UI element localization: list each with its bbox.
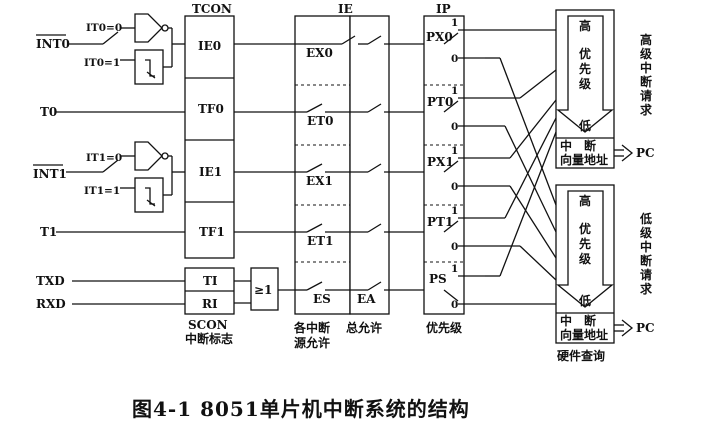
low-queue-mid-1: 优	[579, 221, 591, 236]
low-vector-2: 向量地址	[560, 327, 608, 342]
svg-text:中: 中	[640, 60, 652, 75]
ip-bit-ps: PS	[429, 272, 447, 286]
tcon-flag-ie0: IE0	[198, 39, 221, 53]
or-gate-label: ≥1	[254, 283, 272, 297]
svg-text:高: 高	[640, 32, 652, 47]
int0-trigger-select	[68, 13, 185, 85]
svg-text:求: 求	[640, 281, 653, 296]
ie-source-label-2: 源允许	[294, 335, 330, 350]
tcon-title: TCON	[192, 2, 232, 16]
input-t1-label: T1	[40, 225, 57, 239]
ip-zero-3: 0	[451, 181, 458, 193]
low-pc-label: PC	[636, 321, 655, 335]
figure-caption: 图4-1 8051单片机中断系统的结构	[132, 397, 470, 421]
ip-bit-pt0: PT0	[427, 95, 453, 109]
it0-0-label: IT0=0	[86, 22, 122, 34]
svg-text:断: 断	[640, 74, 652, 89]
high-priority-queue	[555, 9, 615, 169]
high-vector-1: 中 断	[560, 138, 596, 153]
svg-text:请: 请	[640, 267, 652, 282]
svg-text:断: 断	[640, 253, 652, 268]
ie-source-label-1: 各中断	[293, 320, 330, 335]
ip-zero-4: 0	[451, 241, 458, 253]
ip-one-2: 1	[451, 85, 458, 97]
high-queue-top: 高	[579, 18, 591, 33]
ip-bit-px1: PX1	[427, 155, 454, 169]
ie-register	[294, 15, 390, 315]
tcon-register	[184, 15, 235, 259]
input-t0-label: T0	[40, 105, 57, 119]
ip-one-1: 1	[451, 17, 458, 29]
ie-global-label: 总允许	[346, 320, 382, 335]
ie-title: IE	[338, 2, 353, 16]
svg-text:低: 低	[639, 211, 652, 226]
svg-text:级: 级	[640, 225, 652, 240]
high-queue-mid-1: 优	[579, 46, 591, 61]
ip-title: IP	[436, 2, 451, 16]
ie-bit-es: ES	[313, 292, 331, 306]
ip-register	[423, 15, 485, 315]
it1-0-label: IT1=0	[86, 152, 122, 164]
hardware-query-label: 硬件查询	[557, 348, 605, 363]
ip-zero-2: 0	[451, 121, 458, 133]
input-txd-label: TXD	[36, 274, 65, 288]
ie-switches	[234, 35, 424, 291]
ip-one-5: 1	[451, 263, 458, 275]
svg-text:级: 级	[640, 46, 652, 61]
high-queue-mid-2: 先	[579, 61, 591, 76]
ie-bit-et1: ET1	[307, 234, 333, 248]
svg-text:求: 求	[640, 102, 653, 117]
priority-routing-wires	[485, 29, 557, 305]
scon-title: SCON	[188, 318, 228, 332]
tcon-flag-tf0: TF0	[198, 102, 224, 116]
ip-zero-1: 0	[451, 53, 458, 65]
high-side-label: 高 级 中 断 请 求	[640, 32, 653, 117]
high-pc-arrow-icon	[614, 144, 634, 162]
tcon-flag-ie1: IE1	[199, 165, 222, 179]
ip-priority-label: 优先级	[426, 320, 462, 335]
input-int0-label: INT0	[36, 37, 70, 51]
high-pc-label: PC	[636, 146, 655, 160]
scon-subtitle: 中断标志	[185, 331, 233, 346]
high-vector-2: 向量地址	[560, 152, 608, 167]
svg-text:中: 中	[640, 239, 652, 254]
low-queue-mid-3: 级	[579, 251, 591, 266]
input-rxd-label: RXD	[36, 297, 66, 311]
ip-bit-px0: PX0	[426, 30, 453, 44]
int1-trigger-select	[66, 141, 185, 213]
ip-zero-5: 0	[451, 299, 458, 311]
ie-bit-ea: EA	[357, 292, 376, 306]
ip-one-3: 1	[451, 145, 458, 157]
low-vector-1: 中 断	[560, 313, 596, 328]
high-queue-bottom: 低	[578, 118, 591, 133]
svg-text:请: 请	[640, 88, 652, 103]
ie-bit-ex1: EX1	[306, 174, 333, 188]
scon-flag-ti: TI	[203, 274, 218, 288]
low-queue-top: 高	[579, 193, 591, 208]
low-pc-arrow-icon	[614, 319, 634, 337]
input-int1-label: INT1	[33, 167, 67, 181]
low-queue-mid-2: 先	[579, 236, 591, 251]
scon-register	[72, 267, 295, 315]
ie-bit-et0: ET0	[307, 114, 333, 128]
scon-flag-ri: RI	[202, 297, 218, 311]
low-queue-bottom: 低	[578, 293, 591, 308]
tcon-flag-tf1: TF1	[199, 225, 225, 239]
ip-one-4: 1	[451, 205, 458, 217]
ie-bit-ex0: EX0	[306, 46, 333, 60]
low-priority-queue	[555, 184, 615, 344]
it1-1-label: IT1=1	[84, 185, 120, 197]
it0-1-label: IT0=1	[84, 57, 120, 69]
low-side-label: 低 级 中 断 请 求	[639, 211, 653, 296]
high-queue-mid-3: 级	[579, 76, 591, 91]
ip-bit-pt1: PT1	[427, 215, 453, 229]
